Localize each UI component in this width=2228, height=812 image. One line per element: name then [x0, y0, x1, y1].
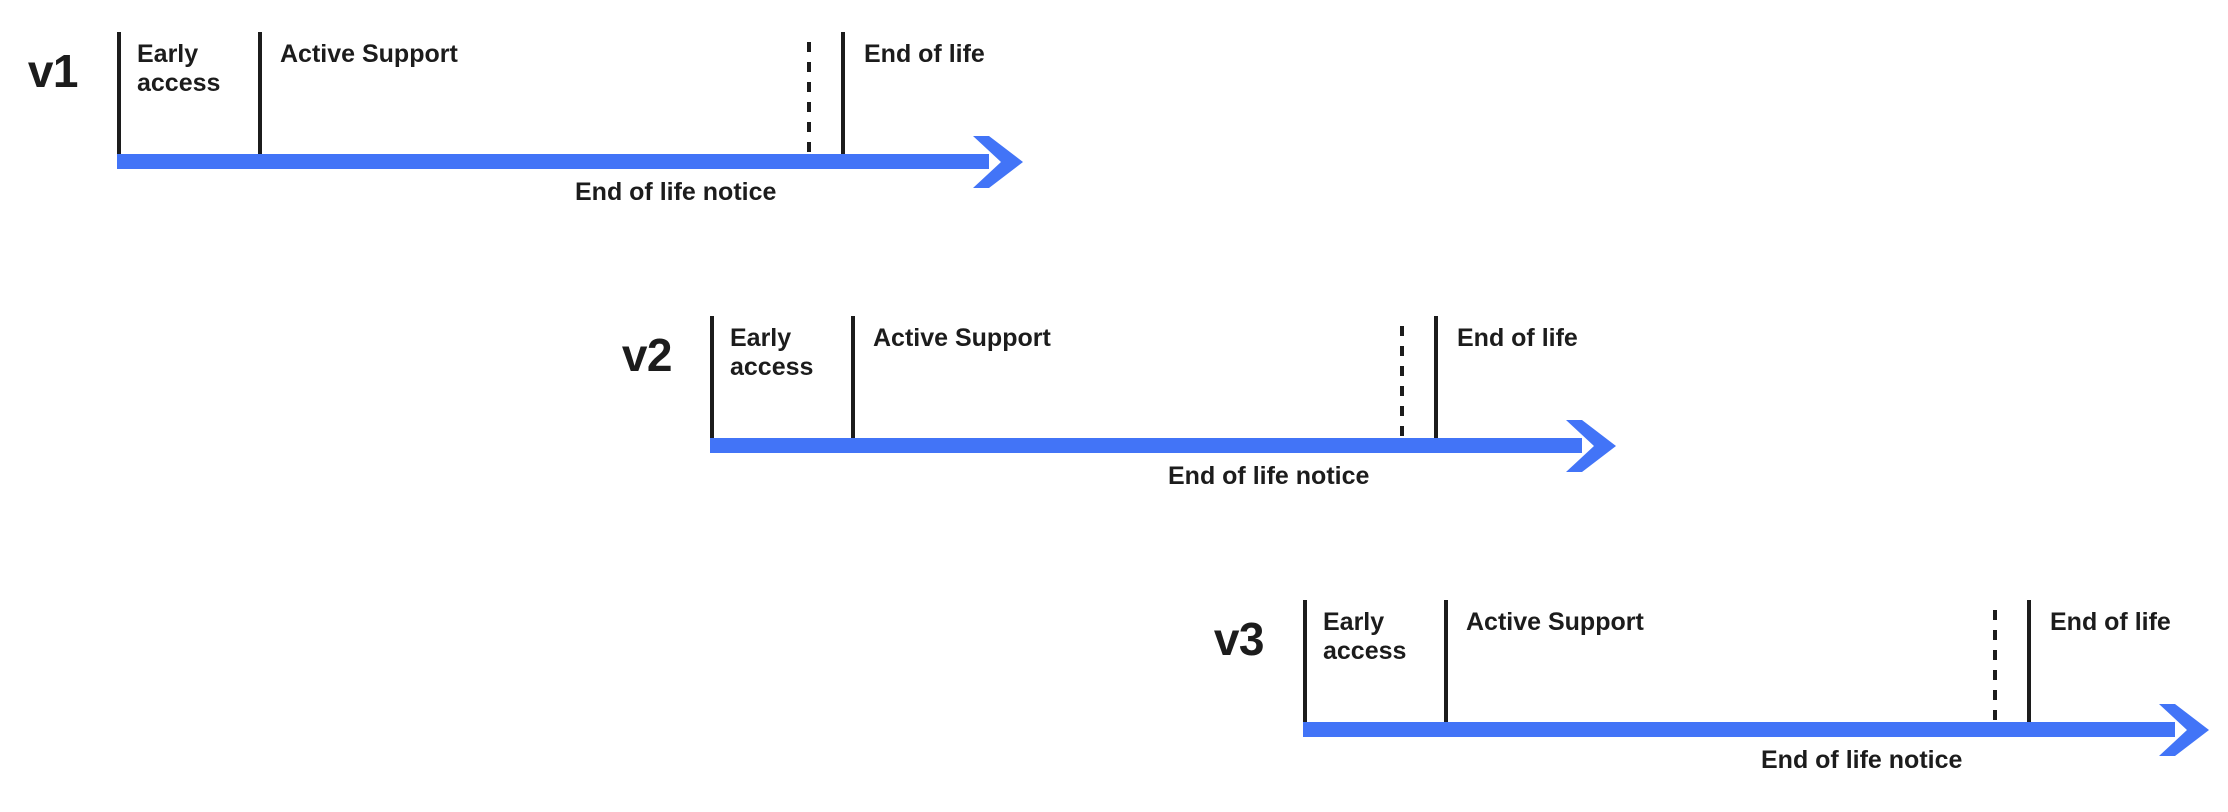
lifecycle-arrow-v1 [117, 135, 1023, 188]
early-access-label-v3: Early access [1323, 608, 1407, 666]
phase-divider-end-of-life-v2 [1434, 316, 1438, 439]
phase-divider-active-support-v1 [258, 32, 262, 155]
phase-divider-start-v2 [710, 316, 714, 439]
end-of-life-label-v3: End of life [2050, 608, 2171, 636]
end-of-life-notice-marker-v1 [807, 42, 811, 155]
end-of-life-label-v2: End of life [1457, 324, 1578, 352]
lifecycle-arrow-v3 [1303, 703, 2209, 756]
lifecycle-arrow-v2 [710, 419, 1616, 472]
phase-divider-start-v3 [1303, 600, 1307, 723]
arrow-shaft-v3 [1303, 722, 2175, 737]
early-access-label-v2: Early access [730, 324, 814, 382]
early-access-label-v1: Early access [137, 40, 221, 98]
active-support-label-v3: Active Support [1466, 608, 1644, 636]
end-of-life-notice-marker-v3 [1993, 610, 1997, 723]
arrow-shaft-v2 [710, 438, 1582, 453]
active-support-label-v1: Active Support [280, 40, 458, 68]
end-of-life-notice-label-v1: End of life notice [575, 178, 777, 206]
end-of-life-notice-marker-v2 [1400, 326, 1404, 439]
phase-divider-active-support-v2 [851, 316, 855, 439]
end-of-life-label-v1: End of life [864, 40, 985, 68]
phase-divider-start-v1 [117, 32, 121, 155]
version-label-v3: v3 [1213, 613, 1265, 665]
arrow-head-icon-v2 [1558, 418, 1620, 474]
version-label-v2: v2 [621, 329, 673, 381]
end-of-life-notice-label-v2: End of life notice [1168, 462, 1370, 490]
phase-divider-active-support-v3 [1444, 600, 1448, 723]
arrow-head-icon-v1 [965, 134, 1027, 190]
arrow-shaft-v1 [117, 154, 989, 169]
end-of-life-notice-label-v3: End of life notice [1761, 746, 1963, 774]
active-support-label-v2: Active Support [873, 324, 1051, 352]
phase-divider-end-of-life-v1 [841, 32, 845, 155]
phase-divider-end-of-life-v3 [2027, 600, 2031, 723]
arrow-head-icon-v3 [2151, 702, 2213, 758]
version-label-v1: v1 [27, 45, 79, 97]
